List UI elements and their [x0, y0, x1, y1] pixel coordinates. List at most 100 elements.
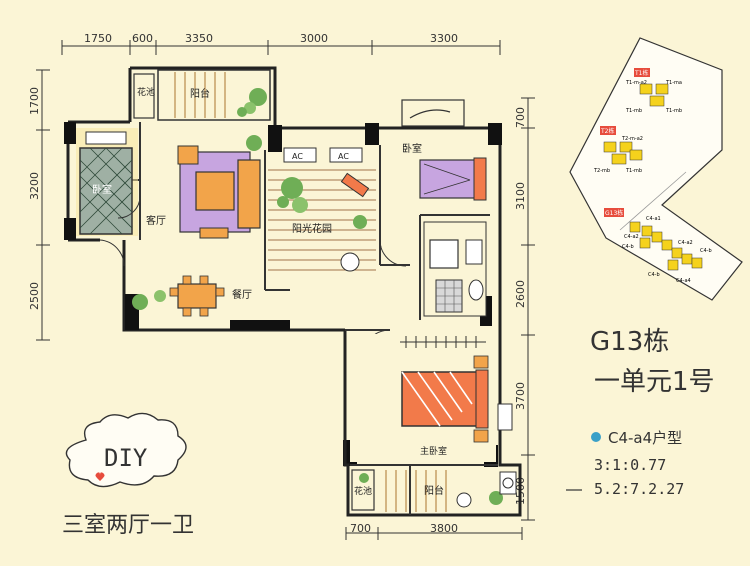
dim-right-4: 3700 [514, 382, 527, 410]
building-block [611, 153, 627, 165]
plant-icon [353, 215, 367, 229]
bedroom-left-label: 卧室 [92, 183, 112, 196]
ac-2-label: AC [338, 152, 349, 161]
shower-tiles-pattern [436, 280, 462, 312]
wall-block [488, 123, 502, 145]
master-bedroom-label: 主卧室 [420, 445, 447, 457]
g13-unit: C4-a1 [646, 216, 661, 222]
building-block [639, 83, 653, 95]
scribble-line-2: 5.2:7.2.27 [594, 480, 684, 498]
toilet-icon [468, 279, 484, 301]
bed-right-fold [423, 179, 471, 195]
lounge-chair [340, 172, 370, 198]
t2-unit: T2-mb [593, 168, 610, 174]
site-map-outline [569, 37, 743, 301]
balcony-bottom-label: 阳台 [424, 484, 444, 497]
dining-chair [215, 287, 225, 297]
wall-block [64, 122, 76, 144]
dim-right-3: 2600 [514, 280, 527, 308]
t1-unit: T1-m-a2 [625, 80, 647, 86]
dim-left-2: 3200 [28, 172, 41, 200]
building-block [629, 149, 643, 161]
scribble-line-1: 3:1:0.77 [594, 456, 666, 474]
building-block [619, 141, 633, 153]
door-arc [99, 239, 125, 267]
master-dresser [497, 403, 513, 431]
balcony-bottom-deck [385, 470, 447, 512]
unit-number-title: 一单元1号 [594, 367, 715, 397]
armchair [199, 227, 229, 239]
g13-unit: C4-a2 [624, 234, 639, 240]
outer-wall-upper [66, 66, 502, 332]
t2-unit: T1-mb [625, 168, 642, 174]
wall-block [268, 125, 282, 153]
layout-summary: 三室两厅一卫 [62, 513, 194, 538]
building-block [603, 141, 617, 153]
plant-icon [246, 135, 262, 151]
dim-left-1: 1700 [28, 87, 41, 115]
door-arc [117, 195, 141, 219]
t1-unit: T1-ma [665, 80, 682, 86]
dining-chair [199, 275, 209, 285]
diy-label: DIY [104, 444, 148, 472]
dimension-right [521, 97, 535, 521]
building-block [655, 83, 669, 95]
heart-icon [95, 472, 105, 481]
window-bay [401, 99, 465, 127]
plant-icon [281, 177, 303, 199]
g13-unit: C4-b [700, 248, 712, 254]
dim-top-3: 3350 [185, 32, 213, 45]
unit-type-label: C4-a4户型 [608, 429, 682, 447]
dining-chair [169, 287, 179, 297]
window-arrow-icon [409, 109, 451, 119]
dim-top-1: 1750 [84, 32, 112, 45]
coffee-table [195, 171, 235, 211]
building-unit-title: G13栋 [590, 327, 669, 357]
building-t1-label: T1栋 [634, 69, 648, 77]
ac-unit [283, 147, 317, 163]
plant-icon [244, 102, 256, 114]
site-road [619, 171, 687, 231]
building-g13-label: G13栋 [605, 209, 623, 217]
g13-unit: C4-b [648, 272, 660, 278]
floor-plan: 花池 阳台 卧室 客厅 [64, 66, 522, 517]
plant-icon [292, 197, 308, 213]
bed-right-headboard [473, 157, 487, 201]
master-nightstand [473, 429, 489, 443]
outer-wall-lower [343, 330, 522, 517]
bed-right-fold [423, 163, 471, 181]
balcony-top-deck [174, 72, 226, 118]
building-t1-label-box [634, 68, 650, 77]
g13-unit: C4-a4 [676, 278, 691, 284]
site-map: T1栋 T1-m-a2 T1-ma T1-mb T1-mb T2栋 T2-m-a… [569, 37, 743, 301]
armchair [177, 145, 199, 165]
dim-top-5: 3300 [430, 32, 458, 45]
sofa-main [237, 159, 261, 229]
living-room-label: 客厅 [146, 214, 166, 227]
dining-label: 餐厅 [232, 288, 252, 301]
g13-building-row [629, 221, 703, 271]
g13-unit: C4-b [622, 244, 634, 250]
door-arc [379, 239, 407, 267]
sunroom-label: 阳光花园 [292, 222, 332, 235]
flower-bed-bottom-label: 花池 [354, 485, 372, 497]
dim-top-2: 600 [132, 32, 153, 45]
dim-bottom-1: 700 [350, 522, 371, 535]
unit-type-dot [591, 432, 601, 442]
master-bed [401, 371, 483, 427]
dim-right-2: 3100 [514, 182, 527, 210]
diy-cloud-icon [65, 412, 187, 488]
building-t2-label: T2栋 [600, 127, 614, 135]
dimension-top [61, 40, 501, 55]
wall-block [230, 320, 290, 330]
washer-drum-icon [502, 477, 514, 489]
bathtub [429, 239, 459, 269]
dining-table [177, 283, 217, 309]
dim-left-3: 2500 [28, 282, 41, 310]
dim-right-1: 700 [514, 107, 527, 128]
bed-left-pattern [79, 147, 133, 235]
wall-block [365, 123, 379, 145]
dining-chair [182, 275, 192, 285]
balcony-top-label: 阳台 [190, 87, 210, 100]
